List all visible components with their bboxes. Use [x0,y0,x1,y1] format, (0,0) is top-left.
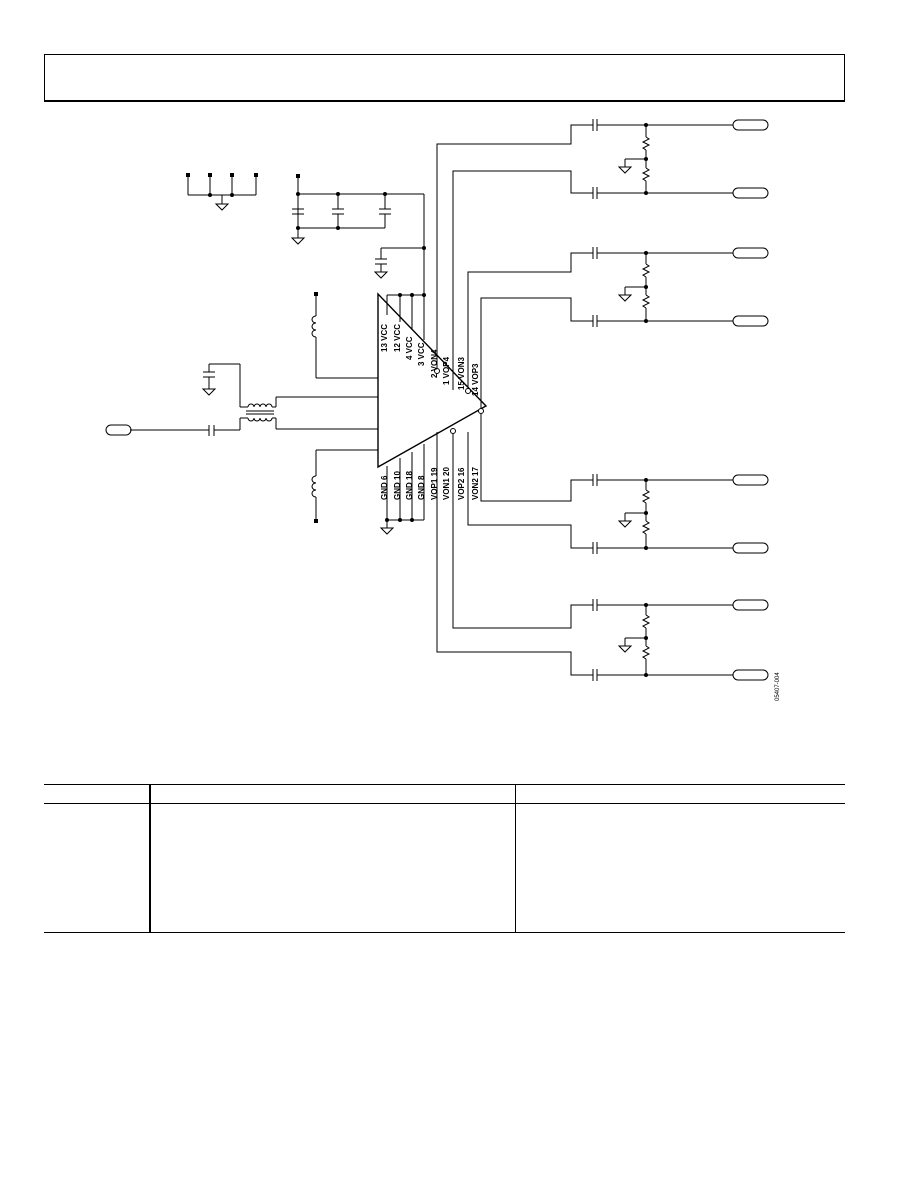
output-network-4 [592,599,733,681]
gnd-pin-wires [379,444,425,535]
vcc-junctions [398,246,426,297]
vcc-pin-wires [386,194,425,340]
pin-label-bottom-0: GND 6 [380,475,389,500]
output-connector-4 [732,315,769,327]
output-bubble-von1 [450,428,456,434]
output-connector-8 [732,669,769,681]
pin-label-top-6: 15 VON3 [457,357,466,390]
amplifier-triangle [377,292,488,469]
inductor-bottom [311,449,378,520]
bottom-pin-labels: GND 6 GND 10 GND 18 GND 8 VOP1 19 VON1 2… [380,467,480,500]
table-top-rule [44,784,845,785]
output-connector-6 [732,542,769,554]
inductor-top [311,296,378,379]
table-col-divider-1 [149,784,151,933]
control-pin-terminals [186,173,258,197]
table-col-divider-2 [515,784,516,933]
output-network-1 [592,119,733,199]
output-connector-3 [732,247,769,259]
gnd-junctions [385,518,414,522]
input-connector [105,424,132,436]
pin-label-top-4: 2 VON4 [430,349,439,378]
output-connector-5 [732,474,769,486]
inductor-terminals [314,292,318,523]
output-connectors [732,119,769,681]
control-pin-group [187,176,257,211]
table-header-rule [44,803,845,804]
table-bottom-rule [44,932,845,933]
balun-transformer [130,363,378,436]
pin-label-top-1: 12 VCC [393,324,402,352]
pin-label-bottom-7: VON2 17 [471,467,480,500]
output-network-3 [592,474,733,554]
pin-label-bottom-5: VON1 20 [442,467,451,500]
pin-label-bottom-2: GND 18 [405,471,414,500]
pin-label-top-5: 1 VOP4 [442,356,451,385]
supply-decoupling [290,178,424,245]
pin-label-bottom-4: VOP1 19 [430,467,439,500]
page-header-box [44,54,845,102]
output-connector-1 [732,119,769,131]
top-pin-labels: 13 VCC 12 VCC 4 VCC 3 VCC 2 VON4 1 VOP4 … [380,324,480,396]
output-connector-7 [732,599,769,611]
output-connector-2 [732,187,769,199]
output-junctions [644,123,648,677]
pin-label-bottom-1: GND 10 [393,471,402,500]
output-bubble-von3 [465,388,471,394]
pin-label-top-2: 4 VCC [405,336,414,360]
pin-label-top-0: 13 VCC [380,324,389,352]
pin-label-top-3: 3 VCC [417,342,426,366]
pin-label-bottom-3: GND 8 [417,475,426,500]
figure-id-label: 05407-004 [775,672,781,701]
pin-label-bottom-6: VOP2 16 [457,467,466,500]
supply-junctions [296,174,387,230]
output-network-2 [592,247,733,327]
output-bubble-von4 [434,368,440,374]
pin-label-top-7: 14 VOP3 [471,363,480,396]
output-bubble-von2 [478,408,484,414]
vcc-bypass-cap [373,247,424,279]
output-routing [436,124,593,676]
